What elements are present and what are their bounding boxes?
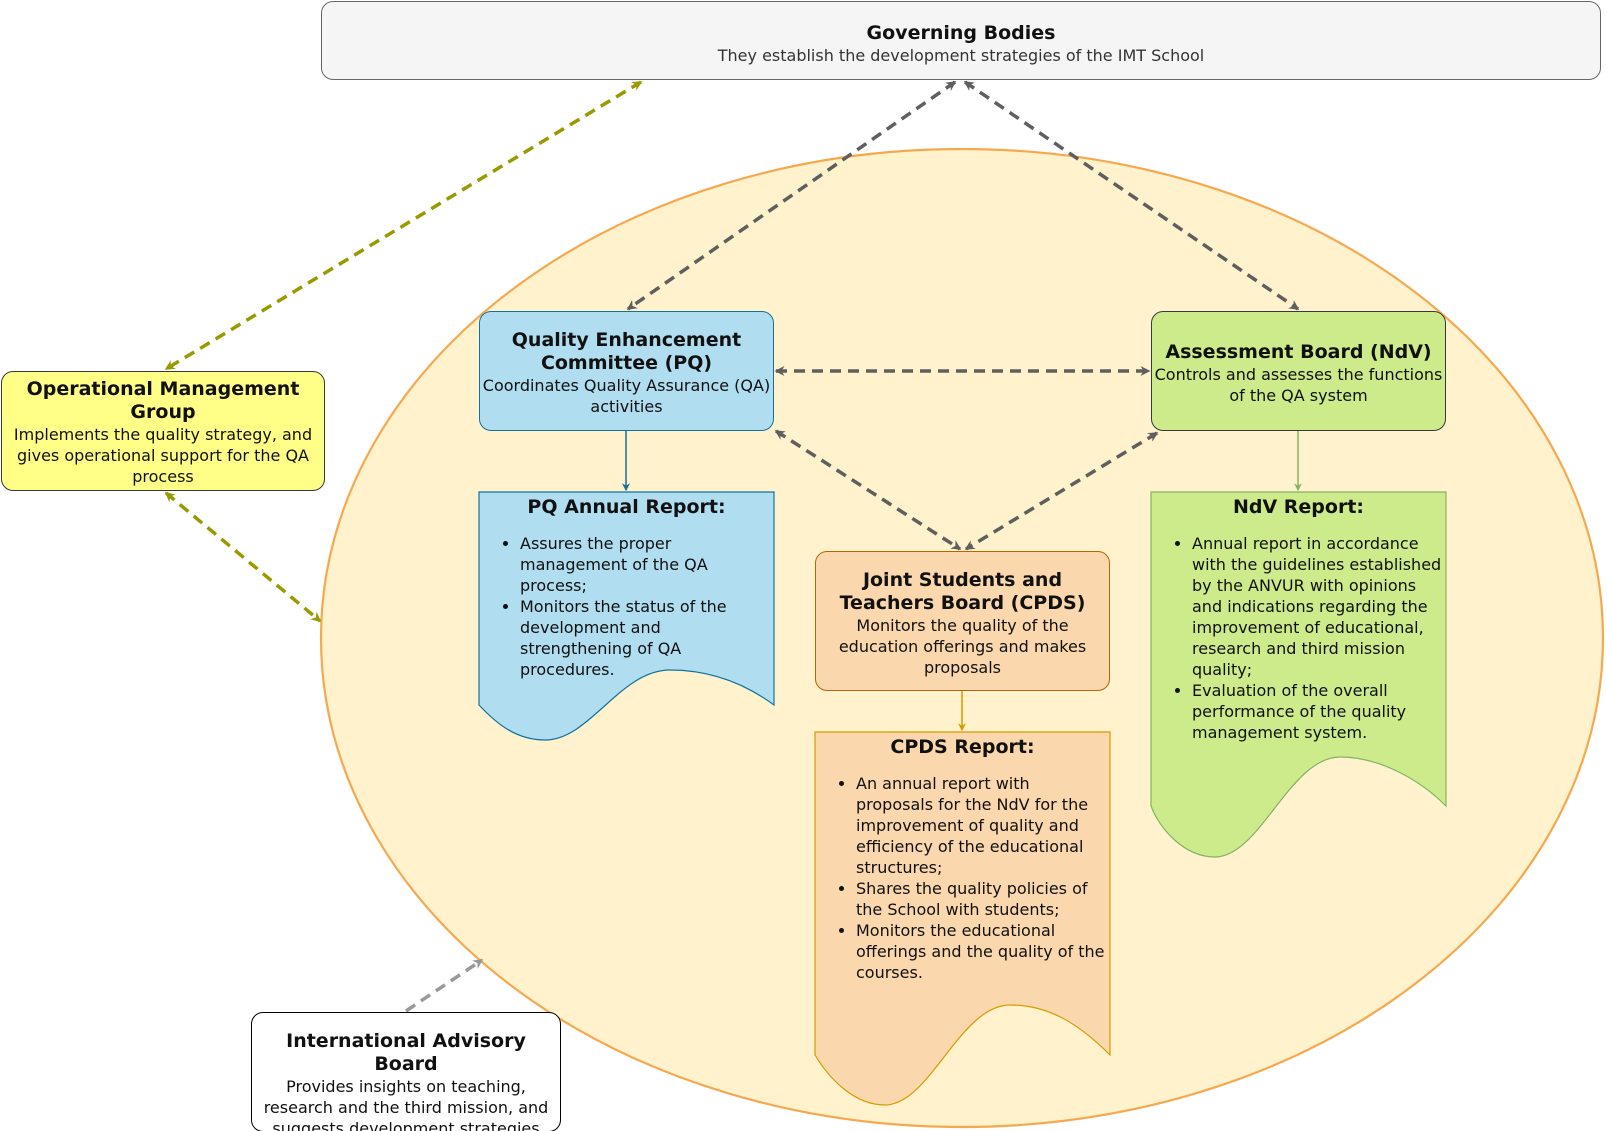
arrow-pq-cpds xyxy=(774,429,962,551)
cpds-description: Monitors the quality of the education of… xyxy=(838,616,1087,677)
iab-description: Provides insights on teaching, research … xyxy=(263,1077,549,1131)
arrow-gov-pq xyxy=(626,80,957,311)
omg-description: Implements the quality strategy, and giv… xyxy=(13,425,313,486)
cpds-report-title: CPDS Report: xyxy=(890,736,1035,758)
cpds-title: Joint Students and Teachers Board (CPDS) xyxy=(839,569,1086,614)
pq-description: Coordinates Quality Assurance (QA) activ… xyxy=(482,376,771,416)
operational-management-group-box: Operational Management Group Implements … xyxy=(1,371,325,491)
governing-bodies-title: Governing Bodies xyxy=(866,22,1056,44)
arrow-ndv-cpds xyxy=(964,431,1159,551)
list-item: Assures the proper management of the QA … xyxy=(520,533,774,596)
arrow-gov-ndv xyxy=(963,80,1300,311)
pq-report-title: PQ Annual Report: xyxy=(527,496,726,518)
ndv-report-list: Annual report in accordance with the gui… xyxy=(1151,533,1446,743)
pq-report-shape xyxy=(478,491,775,741)
list-item: Monitors the status of the development a… xyxy=(520,596,774,680)
arrow-omg-ellipse xyxy=(164,491,322,623)
international-advisory-board-box: International Advisory Board Provides in… xyxy=(251,1012,561,1131)
ndv-report-shape xyxy=(1150,491,1447,858)
iab-title: International Advisory Board xyxy=(286,1030,526,1075)
governing-bodies-description: They establish the development strategie… xyxy=(717,46,1205,65)
pq-report-list: Assures the proper management of the QA … xyxy=(479,533,774,680)
arrow-gov-omg xyxy=(164,80,643,371)
ndv-report-title: NdV Report: xyxy=(1232,496,1365,518)
list-item: An annual report with proposals for the … xyxy=(856,773,1110,878)
pq-report: PQ Annual Report: Assures the proper man… xyxy=(479,496,774,680)
ndv-title: Assessment Board (NdV) xyxy=(1165,341,1432,363)
assessment-board-box: Assessment Board (NdV) Controls and asse… xyxy=(1151,311,1446,431)
list-item: Shares the quality policies of the Schoo… xyxy=(856,878,1110,920)
list-item: Monitors the educational offerings and t… xyxy=(856,920,1110,983)
governing-bodies-box: Governing Bodies They establish the deve… xyxy=(321,1,1601,80)
cpds-report-shape xyxy=(814,731,1111,1106)
omg-title: Operational Management Group xyxy=(26,378,300,423)
cpds-report-list: An annual report with proposals for the … xyxy=(815,773,1110,983)
cpds-report: CPDS Report: An annual report with propo… xyxy=(815,736,1110,983)
quality-enhancement-committee-box: Quality Enhancement Committee (PQ) Coord… xyxy=(479,311,774,431)
pq-title: Quality Enhancement Committee (PQ) xyxy=(511,329,742,374)
ndv-report: NdV Report: Annual report in accordance … xyxy=(1151,496,1446,743)
arrow-iab-ellipse xyxy=(405,958,484,1013)
joint-board-box: Joint Students and Teachers Board (CPDS)… xyxy=(815,551,1110,691)
ndv-description: Controls and assesses the functions of t… xyxy=(1154,365,1443,405)
list-item: Evaluation of the overall performance of… xyxy=(1192,680,1446,743)
list-item: Annual report in accordance with the gui… xyxy=(1192,533,1446,680)
